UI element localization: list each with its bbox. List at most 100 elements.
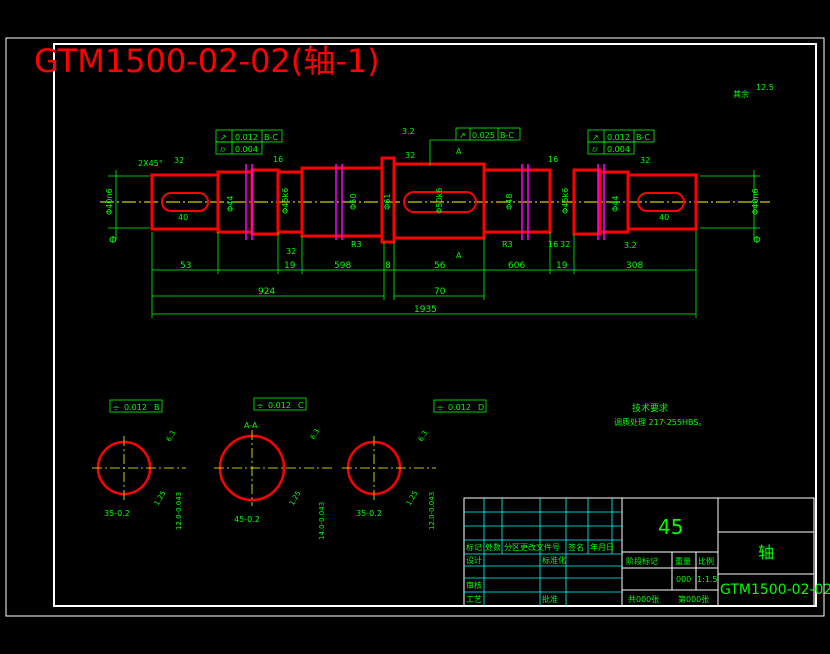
roughness-mark: 32	[640, 156, 650, 165]
row-review: 审核	[466, 580, 482, 590]
tech-req-heading: 技术要求	[632, 402, 668, 414]
dim-label: 606	[508, 261, 525, 271]
dim-label: 19	[284, 261, 296, 271]
roughness-labels: 32 16 32 16 32 16 32 32 3.2 3.2	[174, 127, 650, 256]
end-dimension-lines	[108, 170, 760, 240]
section-depth: 12.0-0.043	[175, 492, 183, 530]
dia-label: Φ48	[505, 194, 514, 210]
dia-label: Φ40n6	[105, 188, 114, 215]
roughness-mark: 16	[548, 240, 558, 249]
section-rough-b: 1.25	[288, 489, 303, 507]
part-name: 轴	[758, 543, 774, 562]
radius-label: R3	[502, 240, 513, 249]
section-frame-symbol: ⌯	[257, 401, 264, 410]
dia-label: Φ45k6	[561, 188, 570, 214]
tech-req-line: 调质处理 217-255HBS。	[614, 417, 706, 427]
roughness-mark: 16	[273, 155, 283, 164]
general-roughness-prefix: 其余	[733, 89, 749, 99]
stage-value: 000	[676, 575, 691, 584]
roughness-mark: 16	[548, 155, 558, 164]
tol-value: 0.012	[607, 133, 630, 142]
dim-label: 598	[334, 261, 351, 271]
roughness-mark: 32	[405, 151, 415, 160]
section-rough-a: 6.3	[417, 429, 429, 443]
drawing-title: GTM1500-02-02(轴-1)	[34, 42, 380, 80]
roughness-mark: 3.2	[624, 241, 637, 250]
stage-mark: 阶段标记	[626, 556, 658, 566]
section-dia: 35-0.2	[104, 509, 130, 518]
tol-value: 0.004	[235, 145, 258, 154]
radius-label: R3	[351, 240, 362, 249]
section-mark-bottom: A	[456, 251, 462, 260]
tolerance-frame-1	[215, 129, 283, 155]
section-mark-top: A	[456, 147, 462, 156]
title-block-left-grid	[464, 498, 622, 606]
keyways	[161, 191, 685, 213]
tol-value: 0.012	[235, 133, 258, 142]
header-cell: 签名	[568, 542, 584, 552]
material: 45	[658, 515, 683, 539]
section-depth: 14.0-0.043	[318, 502, 326, 540]
header-cell: 分区	[504, 543, 520, 552]
roughness-mark: 32	[286, 247, 296, 256]
section-dia: 45-0.2	[234, 515, 260, 524]
row-approve: 批准	[542, 594, 558, 604]
header-cell: 标记	[466, 542, 482, 552]
header-cell: 年月日	[590, 542, 614, 552]
drawing-number: GTM1500-02-02	[720, 582, 830, 598]
row-design: 设计	[466, 555, 482, 565]
key-length-right: 40	[659, 213, 669, 222]
length-dimension-lines	[151, 230, 697, 318]
section-frame-datum: C	[298, 401, 304, 410]
tol-datum: B-C	[500, 131, 514, 140]
header-cell: 更改文件号	[520, 542, 560, 552]
dia-label: Φ50k6	[435, 188, 444, 214]
dim-label: 19	[556, 261, 568, 271]
tol-symbol: ↗	[459, 131, 466, 140]
header-cell: 处数	[485, 542, 501, 552]
scale-label: 比例	[698, 556, 714, 566]
section-rough-a: 6.3	[309, 427, 321, 441]
dim-label: 1935	[414, 305, 437, 315]
row-standard: 标准化	[542, 555, 566, 565]
section-dia: 35-0.2	[356, 509, 382, 518]
general-roughness-value: 12.5	[756, 83, 774, 92]
section-depth: 12.0-0.043	[428, 492, 436, 530]
outer-frame	[5, 37, 825, 617]
dia-label: Φ61	[383, 194, 392, 210]
row-process: 工艺	[466, 595, 482, 604]
section-frame-value: 0.012	[124, 403, 147, 412]
cross-section-2	[214, 397, 332, 506]
section-rough-b: 1.25	[153, 489, 168, 507]
diameter-labels: Φ40n6 Φ44 Φ45k6 Φ50 Φ61 Φ50k6 Φ48 Φ45k6 …	[105, 188, 760, 215]
roughness-mark: 32	[174, 156, 184, 165]
section-frame-datum: B	[154, 403, 160, 412]
tolerance-frame-2	[429, 127, 521, 166]
tol-datum: B-C	[264, 133, 278, 142]
section-label: A-A	[244, 421, 258, 430]
tol-value: 0.004	[607, 145, 630, 154]
cross-section-3	[342, 399, 487, 500]
tol-datum: B-C	[636, 133, 650, 142]
inner-frame	[53, 43, 817, 607]
dim-label: 56	[434, 261, 446, 271]
sheets-total: 共000张	[628, 595, 659, 604]
chamfer-label: 2X45°	[138, 159, 163, 168]
tol-value: 0.025	[472, 131, 495, 140]
magenta-keys	[245, 164, 605, 240]
section-frame-value: 0.012	[448, 403, 471, 412]
dim-label: 70	[434, 287, 446, 297]
dia-label: Φ45k6	[281, 188, 290, 214]
tol-symbol: ⌭	[592, 145, 598, 154]
left-datum-mark: Φ	[109, 235, 117, 246]
section-rough-a: 6.3	[165, 429, 177, 443]
dia-label: Φ44	[226, 196, 235, 212]
section-frame-symbol: ⌯	[437, 403, 444, 412]
dia-label: Φ40n6	[751, 188, 760, 215]
tol-symbol: ⌭	[220, 145, 226, 154]
length-dimension-labels: 53 19 598 8 56 606 19 308 924 70 1935	[180, 261, 643, 315]
right-datum-mark: Φ	[753, 235, 761, 246]
section-frame-symbol: ⌯	[113, 403, 120, 412]
section-rough-b: 1.25	[405, 489, 420, 507]
